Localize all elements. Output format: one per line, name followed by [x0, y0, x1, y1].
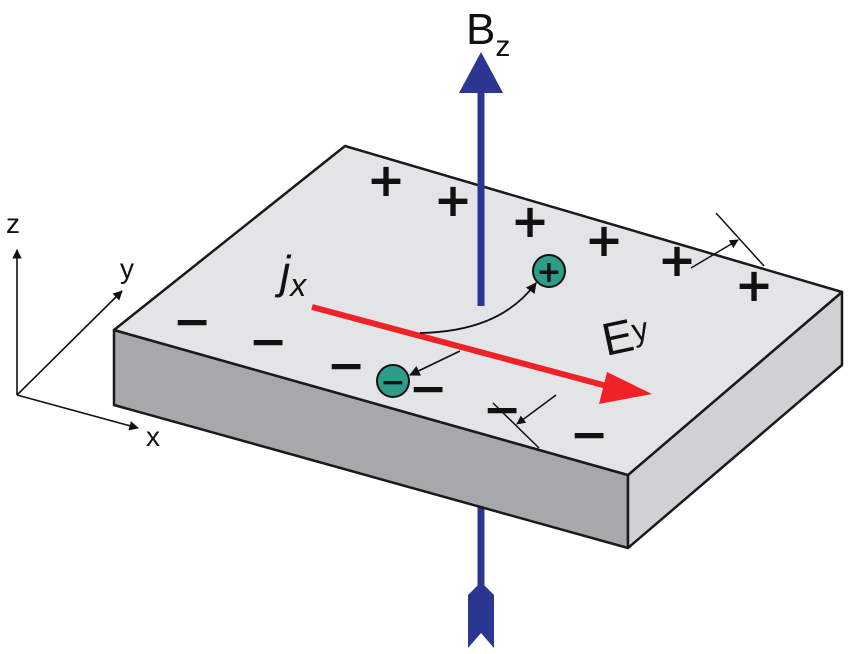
- positive-charge: +: [511, 194, 550, 248]
- x-axis: [16, 394, 139, 431]
- axis-x-label: x: [146, 421, 160, 452]
- positive-carrier-path: [419, 282, 537, 334]
- b-field-label: Bz: [466, 5, 510, 63]
- slab-top-face: [112, 144, 844, 477]
- efield-label-sub: y: [628, 310, 651, 349]
- positive-charge: +: [585, 213, 624, 267]
- axis-y-label: y: [120, 253, 134, 284]
- positive-charge-row: + + + + + +: [367, 153, 774, 312]
- positive-charge: +: [367, 153, 406, 207]
- positive-charge: +: [658, 233, 697, 287]
- negative-carrier-symbol: −: [380, 365, 405, 400]
- b-field-label-sub: z: [495, 30, 510, 63]
- b-field-label-main: B: [466, 5, 495, 54]
- conductor-slab: [112, 144, 844, 550]
- b-field-arrow-upper: [459, 52, 503, 306]
- current-label-sub: x: [288, 267, 307, 303]
- negative-charge: −: [483, 382, 522, 436]
- negative-charge: −: [409, 361, 448, 415]
- positive-carrier: +: [532, 254, 566, 290]
- positive-charge: +: [735, 258, 774, 312]
- negative-charge: −: [249, 314, 288, 368]
- y-axis: [16, 290, 123, 396]
- negative-charge-row: − − − − − −: [173, 294, 609, 461]
- negative-charge: −: [173, 294, 212, 348]
- positive-charge: +: [434, 173, 473, 227]
- hall-indicator-top: [690, 212, 765, 269]
- coordinate-axes: z y x: [6, 208, 160, 452]
- negative-charge: −: [327, 338, 366, 392]
- axis-z-label: z: [6, 208, 20, 239]
- hall-indicator-bottom: [492, 394, 557, 449]
- negative-carrier-path: [409, 350, 461, 376]
- current-arrow: [311, 304, 652, 404]
- negative-charge: −: [570, 407, 609, 461]
- b-field-arrow-lower: [468, 505, 494, 648]
- positive-carrier-symbol: +: [536, 255, 561, 290]
- negative-carrier: −: [376, 364, 410, 400]
